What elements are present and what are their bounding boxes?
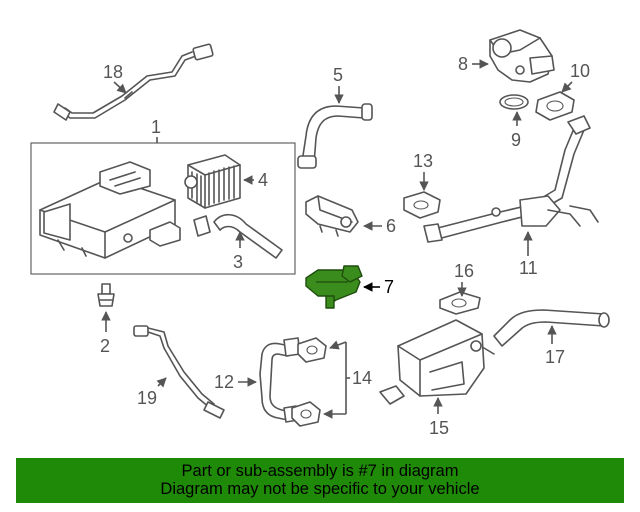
callout-1: 1 <box>151 117 161 143</box>
info-banner: Part or sub-assembly is #7 in diagram Di… <box>16 458 624 503</box>
callout-7: 7 <box>363 277 394 297</box>
callout-12: 12 <box>214 372 257 392</box>
part-2-vacuum-switch[interactable] <box>97 283 115 307</box>
part-5-hose[interactable] <box>297 103 373 169</box>
part-3-hose[interactable] <box>193 213 283 259</box>
callout-label-6: 6 <box>386 216 396 236</box>
callout-14: 14 <box>323 340 372 419</box>
callout-10: 10 <box>561 61 590 93</box>
part-11-egr-pipe[interactable] <box>423 115 599 243</box>
parts-diagram: 18 1 4 3 <box>30 29 610 438</box>
callout-19: 19 <box>137 377 167 408</box>
callout-3: 3 <box>233 231 245 272</box>
callout-label-11: 11 <box>519 258 538 278</box>
callout-5: 5 <box>333 65 344 104</box>
part-7-sensor-bracket[interactable] <box>305 265 363 309</box>
part-6-valve[interactable] <box>305 195 359 237</box>
part-18-oxygen-sensor[interactable] <box>53 43 214 121</box>
callout-9: 9 <box>511 111 522 150</box>
part-8-egr-valve[interactable] <box>489 29 555 83</box>
callout-label-3: 3 <box>233 252 243 272</box>
callout-label-10: 10 <box>570 61 590 81</box>
callout-17: 17 <box>545 325 565 367</box>
callout-label-5: 5 <box>333 65 343 85</box>
callout-11: 11 <box>519 231 538 278</box>
part-19-oxygen-sensor[interactable] <box>133 325 225 419</box>
callout-label-17: 17 <box>545 347 565 367</box>
callout-label-16: 16 <box>454 261 474 281</box>
part-14-gaskets[interactable] <box>291 337 327 427</box>
callout-label-18: 18 <box>103 62 123 82</box>
part-16-gasket[interactable] <box>439 291 481 315</box>
callout-label-15: 15 <box>429 418 449 438</box>
banner-line-2: Diagram may not be specific to your vehi… <box>160 480 480 498</box>
callout-6: 6 <box>363 216 396 236</box>
callout-15: 15 <box>429 397 449 438</box>
part-1-assembly-box <box>30 142 296 275</box>
callout-label-9: 9 <box>511 130 521 150</box>
callout-8: 8 <box>458 54 489 74</box>
callout-label-13: 13 <box>413 151 433 171</box>
callout-18: 18 <box>103 62 127 94</box>
callout-16: 16 <box>454 261 474 297</box>
callout-label-19: 19 <box>137 388 157 408</box>
callout-13: 13 <box>413 151 433 191</box>
part-17-hose[interactable] <box>493 309 610 347</box>
part-15-egr-cooler[interactable] <box>379 319 495 405</box>
callout-label-1: 1 <box>151 117 161 137</box>
callout-label-12: 12 <box>214 372 234 392</box>
part-9-gasket-ring[interactable] <box>499 94 529 110</box>
banner-line-1: Part or sub-assembly is #7 in diagram <box>181 462 459 480</box>
part-4-vent-valve[interactable] <box>184 154 241 209</box>
callout-label-7: 7 <box>384 277 394 297</box>
part-10-gasket-plate[interactable] <box>535 91 575 121</box>
callout-2: 2 <box>100 311 111 356</box>
callout-label-8: 8 <box>458 54 468 74</box>
callout-label-2: 2 <box>100 336 110 356</box>
callout-label-14: 14 <box>352 368 372 388</box>
callout-4: 4 <box>243 170 268 190</box>
part-13-gasket[interactable] <box>403 191 441 219</box>
callout-label-4: 4 <box>258 170 268 190</box>
part-1-charcoal-canister[interactable] <box>39 161 181 259</box>
part-12-egr-pipe[interactable] <box>259 337 301 423</box>
